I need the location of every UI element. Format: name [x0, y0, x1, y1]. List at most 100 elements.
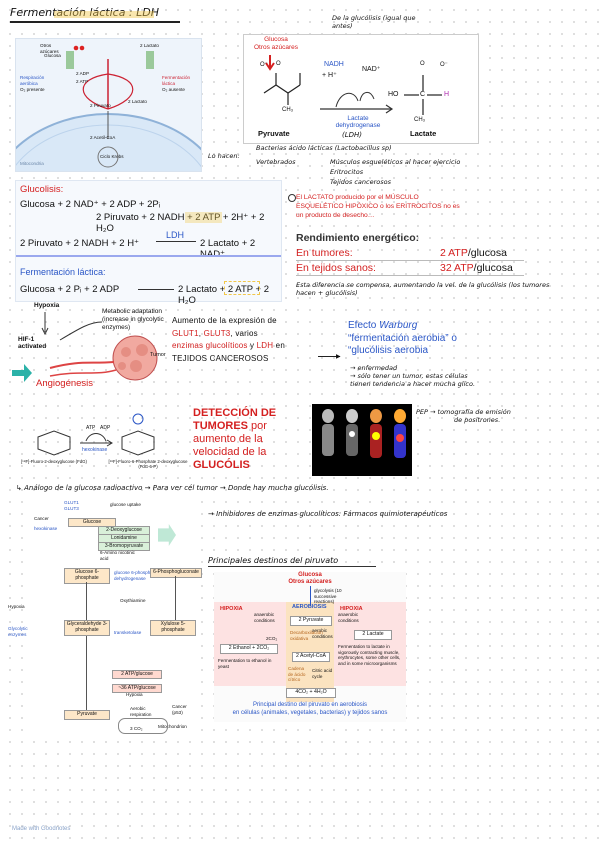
pw-36atp-box: ~36 ATP/glucose — [112, 684, 162, 693]
pw-g6p-box: Glucose 6-phosphate — [64, 568, 110, 584]
pw-cancer-p53: Cancer (p53) — [172, 704, 187, 715]
aumento-ldh: LDH — [256, 341, 274, 350]
fig1-lactato-top: 2 Lactato — [140, 43, 159, 48]
pw-green-arrow — [158, 524, 176, 546]
dest-anaer-right: anaerobic conditions — [338, 612, 359, 623]
rendimiento-divider — [296, 260, 524, 261]
dest-aer-cond: aerobic conditions — [312, 628, 333, 639]
pw-hypoxia2: Hypoxia — [126, 692, 143, 697]
rendimiento-title: Rendimiento energético: — [296, 232, 420, 244]
fig2-ch3-b: CH₃ — [414, 117, 426, 123]
note-tejidos: Tejidos cancerosos — [330, 178, 391, 186]
warburg-block: Efecto Warburg “fermentación aerobia” o … — [348, 320, 457, 358]
pw-glut: GLUT1 GLUT3 — [64, 500, 79, 511]
inhibidores-note: → Inhibidores de enzimas glucolíticos: F… — [208, 510, 448, 518]
dest-aerobiosis: AEROBIOSIS — [292, 604, 327, 610]
eq2-right: 2 Lactato + 2 NAD⁺ — [200, 238, 256, 260]
dest-anaer-left: anaerobic conditions — [254, 612, 275, 623]
rend-r2-unit: /glucosa — [473, 262, 513, 274]
deteccion-t4: GLUCÓLIS — [193, 459, 250, 471]
dest-caption2: en células (animales, vegetales, bacteri… — [232, 710, 388, 716]
dest-otros: Otros azúcares — [288, 579, 332, 585]
pw-side-axis — [175, 576, 176, 622]
fdg-atp: ATP — [86, 425, 96, 431]
pw-oxythiamine: Oxythiamine — [120, 598, 146, 603]
destinos-underline — [208, 566, 376, 567]
rendimiento-tumores-value: 2 ATP/glucosa — [440, 247, 507, 259]
aumento-comma: , — [198, 328, 202, 338]
eq2-arrow — [156, 241, 196, 242]
metabolic-adaptation-label: Metabolic adaptation (increase in glycol… — [102, 308, 164, 331]
eq-glucolisis-label: Glucolisis: — [20, 184, 64, 195]
eq-ldh-label: LDH — [166, 230, 185, 240]
rendimiento-tumores-label: En tumores: — [296, 247, 353, 259]
pw-glucose-box: Glucose — [68, 518, 116, 527]
warburg-note-l1: → enfermedad — [350, 364, 398, 372]
fig2-o-a: O⁻ — [260, 62, 268, 68]
bullet-circle — [288, 194, 296, 202]
warburg-glucolisis: “glucólisis aerobia — [348, 345, 429, 356]
dest-citric: Citric acid cycle — [312, 668, 333, 679]
expresion-text: Aumento de la expresión de GLUT1, GLUT3,… — [172, 315, 344, 365]
fig1-o2-presente: O₂ presente — [20, 87, 45, 92]
fig2-handwritten-note: De la glucólisis (igual que antes) — [332, 14, 416, 30]
dest-ethanol: 2 Ethanol + 2CO₂ — [220, 644, 278, 654]
pw-g6pd: glucose 6-phosphate dehydrogenase — [114, 570, 157, 581]
fig1-o2-ausente: O₂ ausente — [162, 87, 185, 92]
fig2-o-b: O — [276, 61, 281, 67]
aumento-enzimas: enzimas glucolíticos — [172, 341, 248, 350]
eq1-atp-highlight — [185, 212, 222, 223]
pw-amino: 6-Amino nicotinic acid — [100, 550, 135, 561]
fdg-right-caption: [¹⁸F]-Fluoro-6-Phosphate 2-deoxyglucose … — [108, 459, 188, 469]
fig1-ciclo: Ciclo Krebs — [100, 154, 124, 159]
fig2-enzyme: Lactate dehydrogenase — [335, 115, 381, 129]
aumento-en: en — [273, 341, 285, 350]
note-vertebrados: Vertebrados — [256, 158, 296, 166]
fig1-otros: Otros azúcares — [40, 43, 59, 54]
pw-cancer: Cancer — [34, 516, 49, 521]
pet-note: PEP → tomografía de emisión de positrone… — [416, 408, 586, 424]
note-musculos: Músculos esqueléticos al hacer ejercicio — [330, 158, 461, 166]
lactato-note: El LACTATO producido por el MÚSCULO ESQU… — [296, 194, 460, 219]
fig1-2adp: 2 ADP — [76, 71, 90, 76]
dest-decarbox: Decarboxilación oxidativa — [290, 630, 323, 641]
fig2-lactate: Lactate — [410, 129, 437, 138]
warburg-handwritten-note: → enfermedad → sólo tener un tumor, esta… — [350, 364, 580, 388]
pet-scan-images — [312, 404, 412, 476]
title-underline — [10, 21, 180, 23]
aumento-y: y — [247, 341, 257, 350]
ldh-reaction-graphic — [263, 55, 442, 115]
fig1-mitocondria: Mitocondria — [20, 161, 44, 166]
fdg-structures — [37, 413, 155, 456]
pet-note-l1: PEP → tomografía de emisión — [416, 408, 511, 416]
ldh-reaction-figure: Glucosa Otros azúcares O⁻ O CH₃ NADH + H… — [243, 34, 479, 144]
fig2-otros: Otros azúcares — [253, 44, 299, 51]
dest-acetyl: 2 Acetyl-CoA — [292, 652, 330, 662]
fig1-acetil: 2 Acetil-CoA — [90, 135, 116, 140]
pw-hexokinase: hexokinase — [34, 526, 58, 531]
dest-co2b: 4CO₂ + 4H₂O — [286, 688, 336, 698]
cancer-pathway-figure: Cancer GLUT1 GLUT3 glucose uptake Glucos… — [8, 498, 202, 740]
tumor-label: Tumor — [150, 352, 166, 358]
pet-scan-graphic — [322, 409, 406, 458]
fig1-fermentacion: Fermentación láctica — [162, 75, 191, 86]
dest-arrow-down — [310, 586, 311, 606]
pw-hypoxia: Hypoxia — [8, 604, 25, 609]
dest-hipoxia-right: HIPOXIA — [340, 606, 363, 612]
rendimiento-sanos-value: 32 ATP/glucosa — [440, 262, 513, 274]
deteccion-t1: DETECCIÓN DE — [193, 407, 277, 419]
fig2-h: + H⁺ — [322, 72, 337, 79]
rend-r1-value: 2 ATP — [440, 247, 468, 259]
eq-divider — [16, 255, 281, 257]
fig2-o-c: O — [420, 61, 425, 67]
eq3-left: Glucosa + 2 Pᵢ + 2 ADP — [20, 284, 120, 295]
destinos-figure: Glucosa Otros azúcares glycolysis (10 su… — [214, 572, 406, 722]
dest-ferm-alc: Fermentation to ethanol in yeast — [218, 658, 272, 669]
fig1-2piruvato: 2 Piruvato — [90, 103, 111, 108]
pw-xyl-box: Xylulose 5-phosphate — [150, 620, 196, 636]
dest-right-panel — [334, 602, 406, 686]
fig1-glucosa: Glucosa — [44, 53, 61, 58]
fig2-ch3-a: CH₃ — [282, 107, 294, 113]
hypoxia-figure: Hypoxia HIF-1 activated Metabolic adapta… — [10, 300, 170, 390]
dest-co2: 2CO₂ — [266, 636, 278, 641]
